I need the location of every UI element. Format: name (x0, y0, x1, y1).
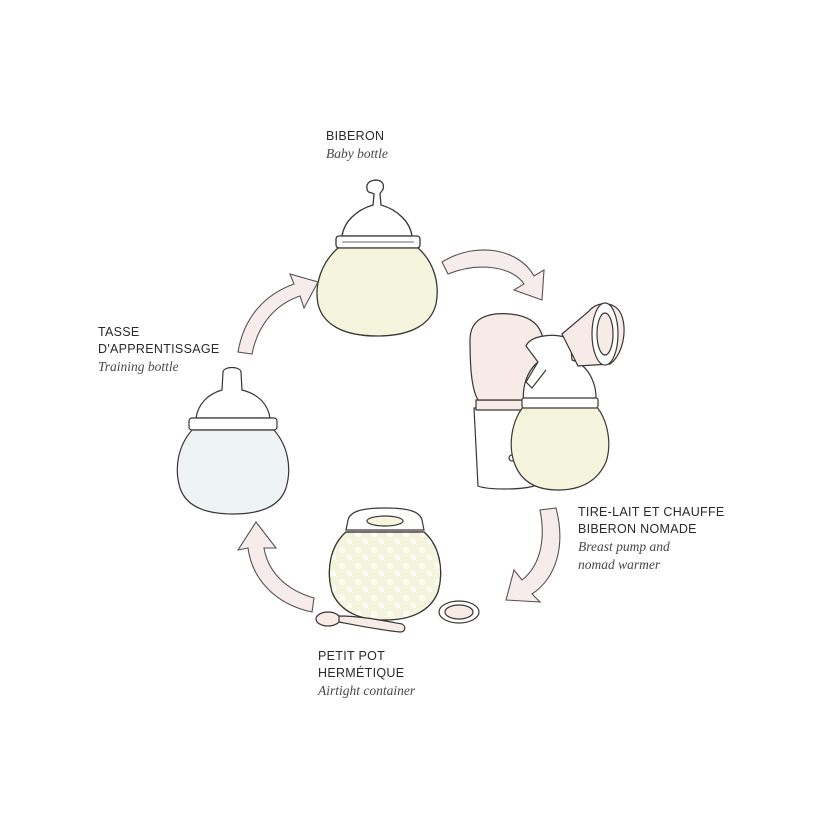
cup-title-line1: TASSE (98, 325, 140, 339)
bottle-caption: BIBERON Baby bottle (326, 128, 388, 163)
container-subtitle: Airtight container (318, 682, 416, 698)
container-caption: PETIT POT HERMÉTIQUE Airtight container (318, 648, 415, 700)
arrow-container-to-cup-icon (236, 521, 315, 613)
bottle-title: BIBERON (326, 129, 385, 143)
training-cup-icon (176, 366, 290, 515)
bottle-subtitle: Baby bottle (326, 145, 388, 161)
pump-subtitle-line1: Breast pump and (578, 538, 670, 554)
cup-caption: TASSE D'APPRENTISSAGE Training bottle (98, 324, 220, 376)
baby-bottle-icon (316, 179, 438, 337)
pump-subtitle-line2: nomad warmer (578, 556, 661, 572)
pump-caption: TIRE-LAIT ET CHAUFFE BIBERON NOMADE Brea… (578, 504, 725, 574)
cup-subtitle: Training bottle (98, 358, 179, 374)
breast-pump-icon (469, 302, 625, 491)
pump-title-line1: TIRE-LAIT ET CHAUFFE (578, 505, 725, 519)
cup-title-line2: D'APPRENTISSAGE (98, 341, 220, 356)
container-title-line1: PETIT POT (318, 649, 386, 663)
arrow-bottle-to-pump-icon (441, 249, 545, 301)
arrow-pump-to-container-icon (505, 507, 561, 603)
airtight-container-icon (315, 507, 480, 633)
pump-title-line2: BIBERON NOMADE (578, 521, 697, 536)
container-title-line2: HERMÉTIQUE (318, 665, 405, 680)
arrow-cup-to-bottle-icon (237, 273, 319, 355)
